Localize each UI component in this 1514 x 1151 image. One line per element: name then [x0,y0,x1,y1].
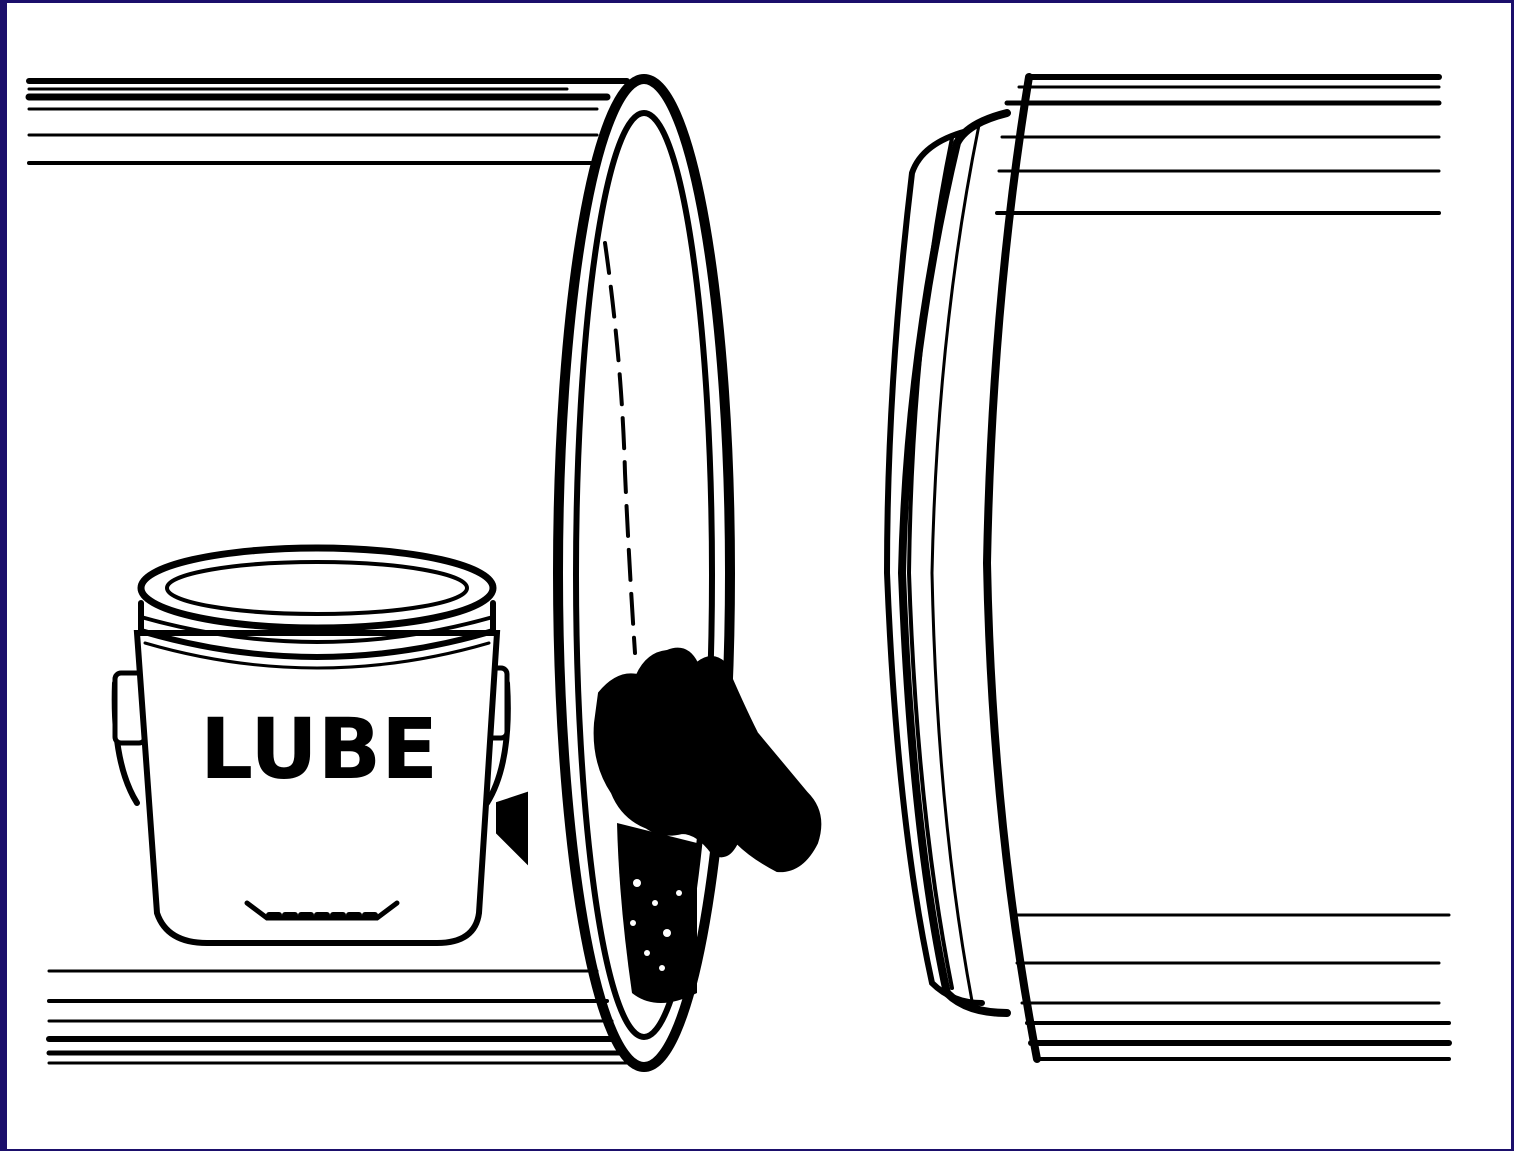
right-pipe-top-lines [997,77,1439,213]
right-pipe-wall-edge [987,77,1037,1059]
right-pipe-gasket-ring-2 [909,138,952,988]
left-pipe-interior-speckles [617,823,697,1003]
left-pipe-top-lines [29,81,627,163]
right-pipe-bottom-lines [1012,915,1449,1059]
bucket-label: LUBE [200,700,438,798]
left-pipe-bottom-lines [49,971,637,1063]
right-pipe [887,77,1449,1059]
left-pipe-interior-highlight [605,243,635,653]
illustration-frame: LUBE [7,3,1511,1149]
pipe-joint-lubrication-illustration: LUBE [7,3,1511,1149]
lube-bucket: LUBE [115,548,527,943]
right-pipe-gasket-ring-3 [932,125,979,1001]
